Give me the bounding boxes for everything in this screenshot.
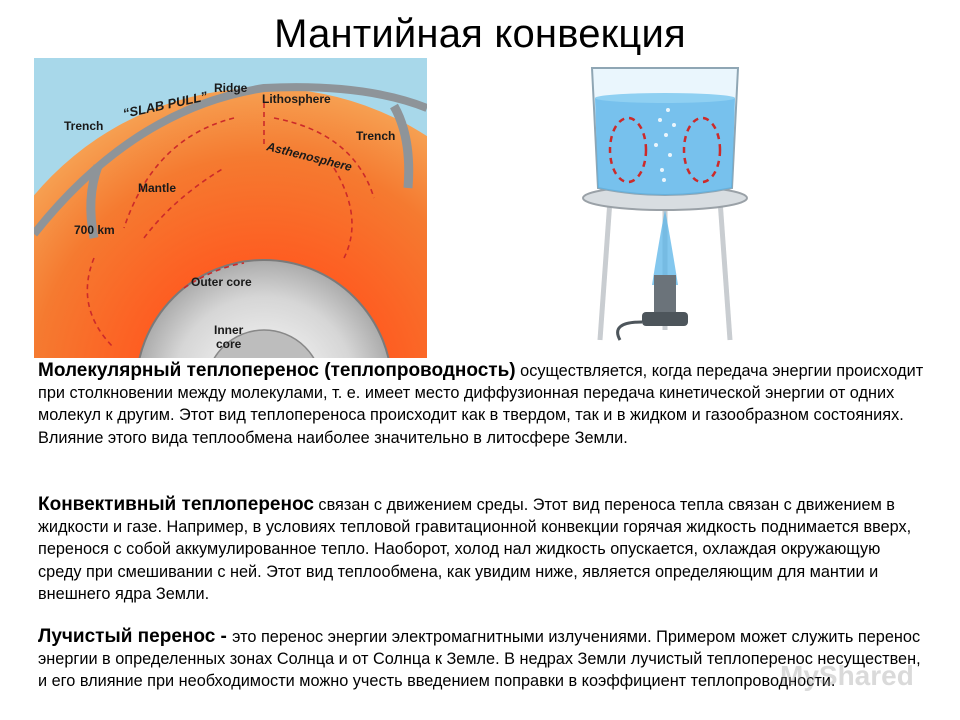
paragraph-radiative: Лучистый перенос - это перенос энергии э… (38, 626, 926, 693)
beaker-convection-illustration (570, 60, 760, 350)
paragraph-lead: Молекулярный теплоперенос (теплопроводно… (38, 360, 516, 381)
paragraph-body: связан с движением среды. Этот вид перен… (38, 496, 912, 603)
earth-convection-diagram: Trench “SLAB PULL” Ridge Lithosphere Tre… (0, 58, 564, 688)
paragraph-body: это перенос энергии электромагнитными из… (38, 628, 921, 691)
label-trench-right: Trench (356, 129, 395, 143)
paragraph-convective: Конвективный теплоперенос связан с движе… (38, 494, 926, 605)
label-depth: 700 km (74, 223, 115, 237)
paragraph-body: осуществляется, когда передача энергии п… (38, 362, 924, 447)
paragraph-lead: Лучистый перенос - (38, 626, 233, 647)
label-inner-core-2: core (216, 337, 242, 351)
paragraph-molecular: Молекулярный теплоперенос (теплопроводно… (38, 360, 926, 449)
watermark: MyShared (780, 660, 914, 691)
paragraph-lead: Конвективный теплоперенос (38, 494, 314, 515)
label-inner-core-1: Inner (214, 323, 244, 337)
label-ridge: Ridge (214, 81, 248, 95)
page-title: Мантийная конвекция (274, 12, 686, 56)
label-outer-core: Outer core (191, 275, 252, 289)
label-lithosphere: Lithosphere (262, 92, 331, 106)
label-mantle: Mantle (138, 181, 176, 195)
label-trench-left: Trench (64, 119, 103, 133)
